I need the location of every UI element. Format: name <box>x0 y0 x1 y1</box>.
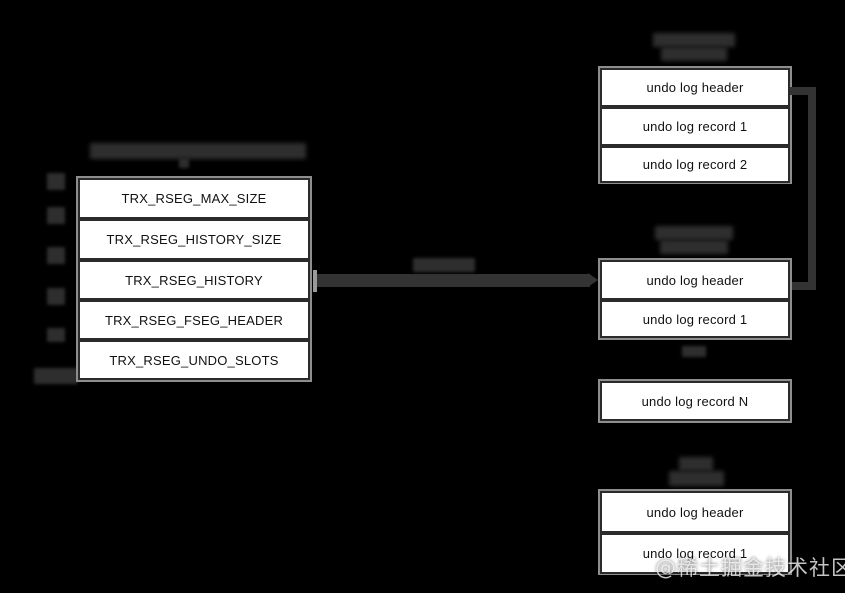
rollback-segment-field-trx-rseg-history: TRX_RSEG_HISTORY <box>78 260 310 300</box>
undo-group-3-row-0: undo log header <box>600 491 790 533</box>
undo-group-0-title-line2-redacted: ████████ ████████ <box>661 47 727 61</box>
history-link-line <box>317 274 590 287</box>
rollback-segment-field-trx-rseg-fseg-header: TRX_RSEG_FSEG_HEADER <box>78 300 310 340</box>
undo-group-0-title-line1-redacted <box>653 33 735 47</box>
field-size-label-2-redacted: ██ <box>47 247 65 264</box>
field-size-label-3-redacted: ██ <box>47 288 65 305</box>
field-size-label-4-redacted: ██ <box>47 328 65 342</box>
undo-group-2-row-0: undo log record N <box>600 381 790 421</box>
undo-group-3-title-line2-redacted: ████ ██████ <box>669 471 724 486</box>
undo-group-bracket-spine <box>808 87 816 290</box>
undo-group-0-row-0: undo log header <box>600 68 790 107</box>
rollback-segment-field-trx-rseg-undo-slots: TRX_RSEG_UNDO_SLOTS <box>78 340 310 380</box>
undo-group-0-row-1: undo log record 1 <box>600 107 790 146</box>
field-size-label-1-redacted: ██ <box>47 207 65 224</box>
rollback-segment-title-redacted: ████████████████████████ <box>90 143 306 159</box>
undo-group-0-row-2: undo log record 2 <box>600 146 790 183</box>
history-link-anchor <box>313 270 317 292</box>
undo-records-ellipsis-redacted: ███ <box>682 346 706 357</box>
history-link-arrowhead <box>588 273 598 287</box>
history-link-label-redacted: ██████ <box>413 258 475 272</box>
rollback-segment-title-tail-redacted <box>179 158 189 168</box>
rollback-segment-field-trx-rseg-history-size: TRX_RSEG_HISTORY_SIZE <box>78 219 310 260</box>
undo-group-1-title-line1-redacted <box>655 226 733 240</box>
undo-group-3-title-line1-redacted <box>679 457 713 471</box>
undo-group-1-row-0: undo log header <box>600 260 790 300</box>
field-size-label-0-redacted: ██ <box>47 173 65 190</box>
undo-group-bracket-top <box>790 87 816 95</box>
undo-group-3-row-1: undo log record 1 <box>600 533 790 574</box>
undo-group-bracket-bottom <box>790 282 816 290</box>
rollback-segment-footer-redacted: ████ <box>34 368 78 384</box>
undo-group-1-row-1: undo log record 1 <box>600 300 790 338</box>
undo-group-1-title-line2-redacted: ████████ ████████ <box>660 240 728 254</box>
rollback-segment-field-trx-rseg-max-size: TRX_RSEG_MAX_SIZE <box>78 178 310 219</box>
